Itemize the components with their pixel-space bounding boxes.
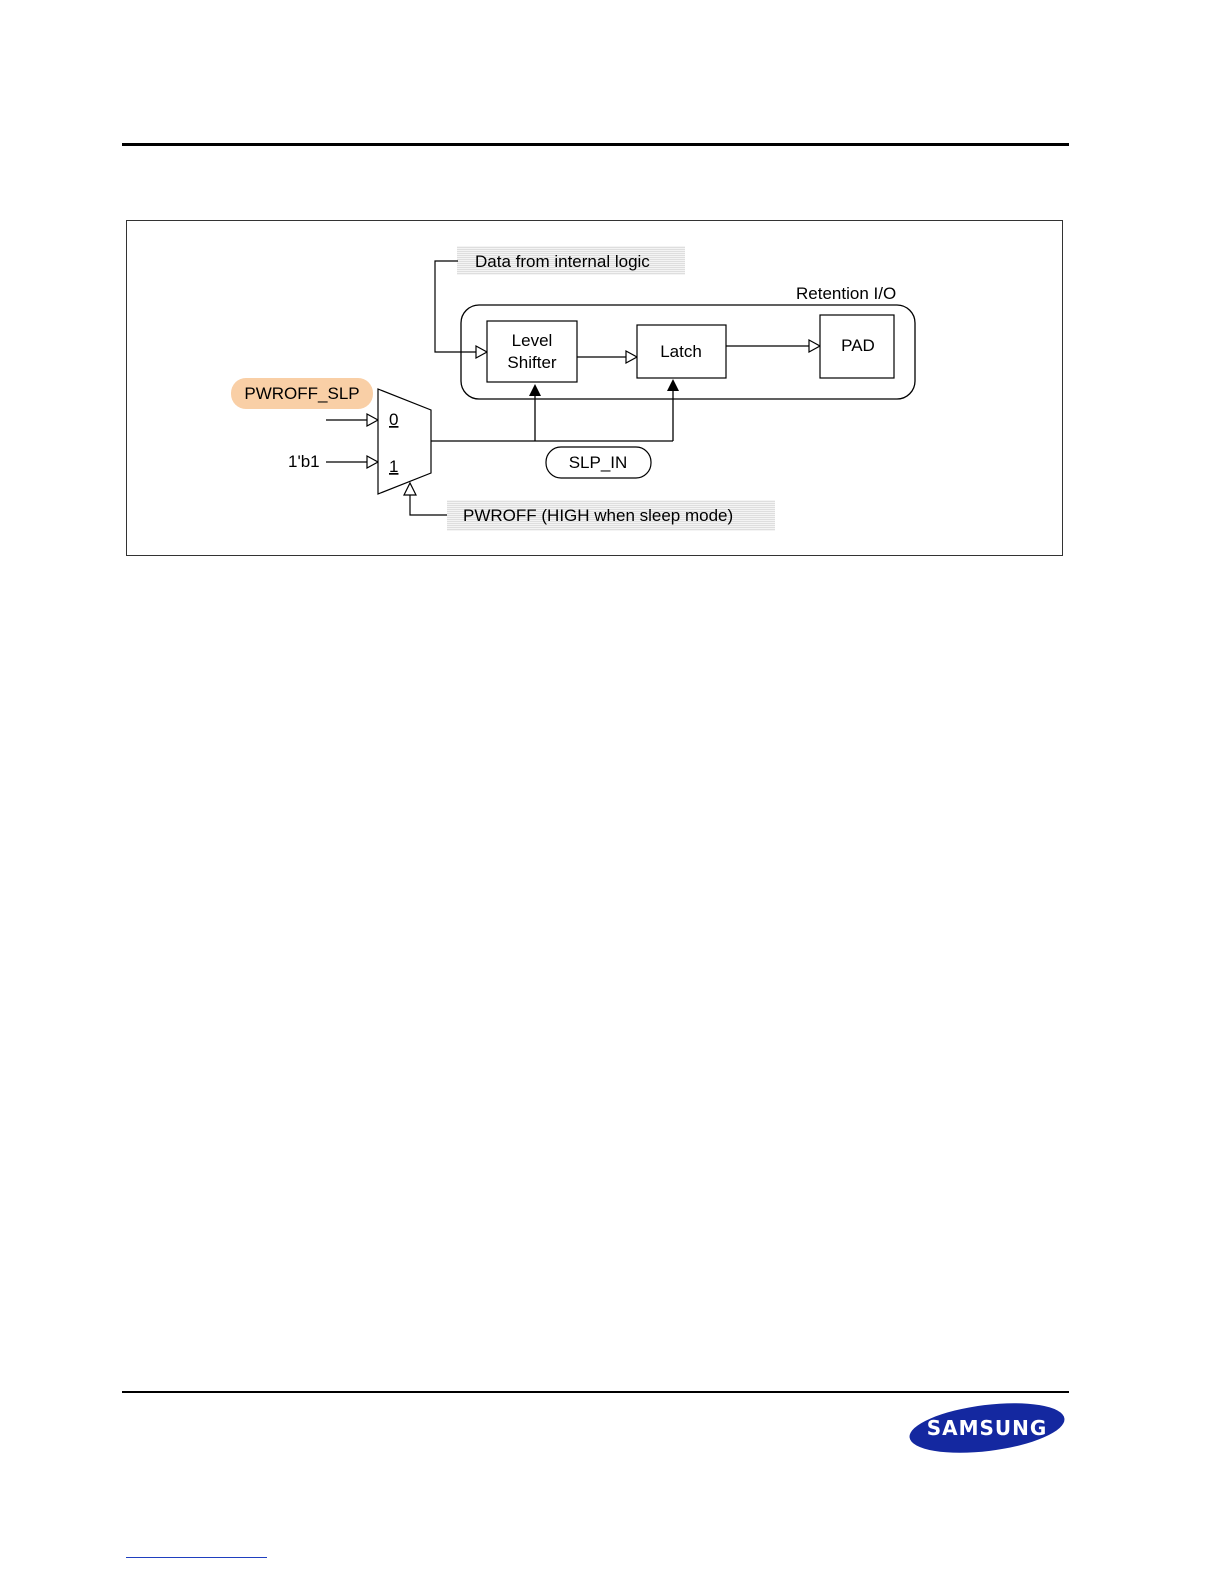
mux-input-0-label: 0 bbox=[389, 410, 398, 429]
level-shifter-input-arrow bbox=[476, 346, 487, 358]
samsung-logo-text: SAMSUNG bbox=[927, 1416, 1048, 1440]
pwroff-note-label: PWROFF (HIGH when sleep mode) bbox=[463, 506, 733, 525]
bottom-rule bbox=[122, 1391, 1069, 1393]
footer-link-underline bbox=[126, 1557, 267, 1558]
mux-input-0-arrow bbox=[367, 414, 378, 426]
retention-io-diagram: Data from internal logic Retention I/O L… bbox=[0, 0, 1224, 600]
samsung-logo: SAMSUNG bbox=[908, 1401, 1068, 1457]
pad-input-arrow bbox=[809, 340, 820, 352]
latch-slp-arrow bbox=[667, 379, 679, 391]
pad-label: PAD bbox=[841, 336, 875, 355]
level-shifter-slp-arrow bbox=[529, 384, 541, 396]
latch-label: Latch bbox=[660, 342, 702, 361]
data-from-internal-logic-label: Data from internal logic bbox=[475, 252, 650, 271]
pwroff-slp-label: PWROFF_SLP bbox=[244, 384, 359, 403]
one-b1-label: 1'b1 bbox=[288, 452, 320, 471]
level-shifter-label-line1: Level bbox=[512, 331, 553, 350]
level-shifter-label-line2: Shifter bbox=[507, 353, 556, 372]
mux-input-1-arrow bbox=[367, 456, 378, 468]
slp-in-label: SLP_IN bbox=[569, 453, 628, 472]
latch-input-arrow bbox=[626, 351, 637, 363]
retention-io-label: Retention I/O bbox=[796, 284, 896, 303]
mux-select-arrow bbox=[404, 483, 416, 495]
multiplexer bbox=[378, 389, 431, 494]
mux-input-1-label: 1 bbox=[389, 457, 398, 476]
pwroff-select-wire bbox=[410, 494, 447, 515]
